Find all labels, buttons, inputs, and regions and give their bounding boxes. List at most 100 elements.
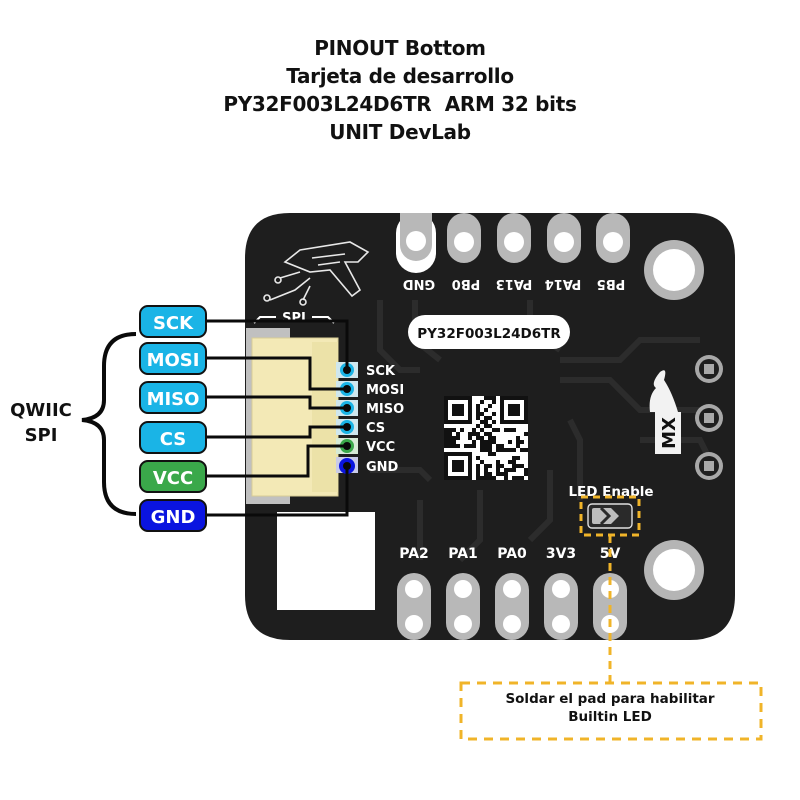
top-pin-label-pb5: PB5: [597, 276, 625, 291]
bottom-pin-label-pa0: PA0: [497, 546, 527, 562]
mounting-hole-bottom-right: [644, 540, 704, 600]
qr-module: [488, 472, 492, 476]
qr-module: [492, 420, 496, 424]
title-line-1: PINOUT Bottom: [314, 36, 486, 60]
qr-module: [484, 416, 488, 420]
qr-module: [476, 416, 480, 420]
qr-module: [496, 472, 500, 476]
qr-module: [480, 476, 484, 480]
qr-module: [508, 440, 512, 444]
mx-logo: MX: [649, 370, 681, 454]
qr-module: [520, 476, 524, 480]
qr-module: [444, 436, 448, 440]
qr-module: [488, 396, 492, 400]
qr-module: [484, 444, 488, 448]
bottom-pin-pads: [397, 573, 627, 640]
qr-module: [484, 476, 488, 480]
qr-module: [484, 420, 488, 424]
qr-module: [484, 432, 488, 436]
qr-module: [452, 436, 456, 440]
qr-module: [508, 460, 512, 464]
qr-module: [480, 448, 484, 452]
qwiic-brace: [81, 332, 137, 516]
bottom-pin-labels: PA2 PA1 PA0 3V3 5V: [399, 546, 620, 562]
qr-module: [492, 412, 496, 416]
qr-module: [484, 424, 488, 428]
qr-module: [484, 396, 488, 400]
qr-module: [492, 440, 496, 444]
qr-module: [524, 432, 528, 436]
qr-module: [448, 436, 452, 440]
top-pin-label-pa14: PA14: [545, 276, 582, 291]
mx-logo-text: MX: [659, 417, 680, 449]
connector-pin-label-miso: MISO: [366, 402, 404, 417]
title-line-2: Tarjeta de desarrollo: [286, 64, 514, 88]
top-pin-labels: GND PB0 PA13 PA14 PB5: [403, 276, 626, 291]
qr-module: [496, 464, 500, 468]
qr-module: [484, 464, 488, 468]
qr-module: [520, 448, 524, 452]
connector-pin-label-vcc: VCC: [366, 440, 395, 455]
qr-module: [476, 468, 480, 472]
qr-module: [488, 404, 492, 408]
qr-module: [480, 420, 484, 424]
qr-module: [468, 436, 472, 440]
qr-module: [476, 424, 480, 428]
qr-module: [504, 476, 508, 480]
qr-module: [512, 464, 516, 468]
qr-module: [512, 456, 516, 460]
qr-module: [516, 436, 520, 440]
qr-module: [476, 456, 480, 460]
connector-pin-label-gnd: GND: [366, 460, 399, 475]
qr-module: [484, 408, 488, 412]
qr-module: [448, 440, 452, 444]
qr-module: [496, 460, 500, 464]
qr-module: [496, 468, 500, 472]
title-line-3: PY32F003L24D6TR ARM 32 bits: [223, 92, 577, 116]
qr-module: [448, 432, 452, 436]
qr-module: [488, 448, 492, 452]
bottom-pin-label-pa1: PA1: [448, 546, 478, 562]
qr-module: [520, 440, 524, 444]
qr-module: [488, 424, 492, 428]
qwiic-connector: [246, 328, 339, 504]
top-pin-label-pa13: PA13: [496, 276, 533, 291]
qr-module: [476, 436, 480, 440]
qr-module: [484, 440, 488, 444]
qr-module: [516, 456, 520, 460]
qr-module: [508, 468, 512, 472]
silkscreen-block: [277, 512, 375, 610]
qr-module: [480, 444, 484, 448]
bird-logo-icon: [649, 370, 678, 412]
qr-module: [512, 460, 516, 464]
qr-module: [504, 472, 508, 476]
badge-cs: CS: [139, 421, 207, 454]
top-pin-label-gnd: GND: [403, 276, 436, 291]
qr-module: [508, 428, 512, 432]
spi-connector-title: SPI: [282, 311, 306, 326]
chip-label: PY32F003L24D6TR: [408, 315, 570, 349]
qwiic-spi-label: QWIIC SPI: [6, 398, 76, 448]
top-pin-pads: [396, 213, 630, 273]
qr-module: [504, 428, 508, 432]
qr-module: [492, 476, 496, 480]
qr-module: [516, 476, 520, 480]
qr-module: [448, 428, 452, 432]
qr-module: [472, 440, 476, 444]
qr-module: [520, 464, 524, 468]
bottom-pin-label-3v3: 3V3: [546, 546, 576, 562]
qr-module: [516, 464, 520, 468]
qr-module: [504, 468, 508, 472]
qr-module: [480, 460, 484, 464]
connector-pin-label-cs: CS: [366, 421, 385, 436]
side-pads: [695, 355, 723, 480]
qr-module: [512, 468, 516, 472]
qr-module: [484, 468, 488, 472]
qr-module: [500, 464, 504, 468]
qr-module: [476, 432, 480, 436]
qr-module: [452, 428, 456, 432]
badge-sck: SCK: [139, 305, 207, 338]
qr-module: [472, 428, 476, 432]
qr-module: [480, 400, 484, 404]
